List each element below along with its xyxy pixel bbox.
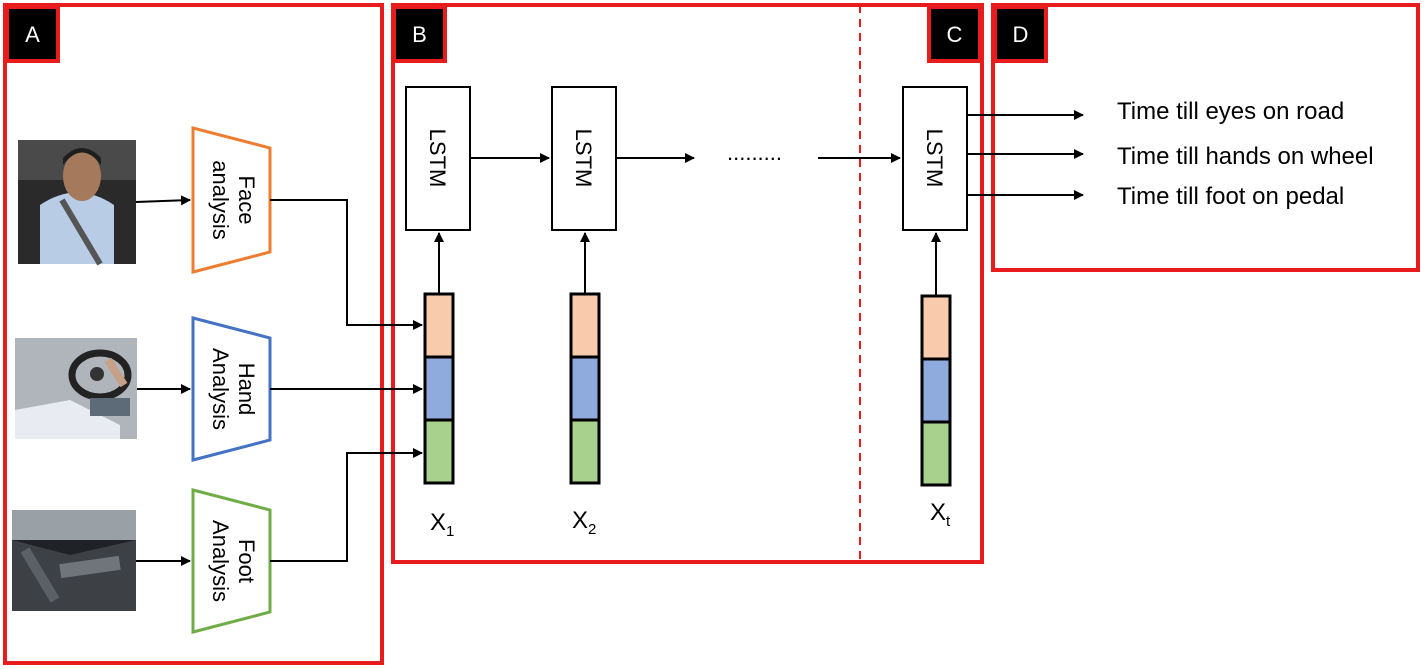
hand-analysis-line2: Analysis <box>208 348 233 430</box>
face-analysis-block: Face analysis <box>191 126 272 274</box>
sequence-ellipsis: ......... <box>727 140 782 165</box>
hand-camera-image <box>15 338 137 439</box>
face-analysis-line1: Face <box>234 176 259 225</box>
hand-feature-segment <box>920 357 952 424</box>
foot-feature-segment <box>920 420 952 487</box>
hand-feature-segment <box>423 355 455 422</box>
foot-feature-segment <box>569 418 601 485</box>
face-camera-image <box>18 140 136 266</box>
feature-vector-x2 <box>569 292 601 485</box>
face-feature-segment <box>423 292 455 359</box>
face-analysis-line2: analysis <box>208 160 233 239</box>
output-eyes-label: Time till eyes on road <box>1117 98 1344 125</box>
lstm-label: LSTM <box>425 129 450 188</box>
section-d-frame <box>991 3 1420 272</box>
section-b-letter: B <box>412 22 427 47</box>
hand-feature-segment <box>569 355 601 422</box>
face-image-arrow <box>135 195 191 206</box>
x2-label: X2 <box>572 507 596 538</box>
foot-analysis-block: Foot Analysis <box>191 488 272 634</box>
face-feature-segment <box>920 294 952 361</box>
section-b-badge: B <box>392 5 447 63</box>
feature-vector-xt <box>920 294 952 487</box>
output-foot-label: Time till foot on pedal <box>1117 183 1344 210</box>
hand-analysis-block: Hand Analysis <box>191 316 272 462</box>
output-hands-label: Time till hands on wheel <box>1117 143 1374 170</box>
foot-feature-segment <box>423 418 455 485</box>
section-d-letter: D <box>1013 22 1029 47</box>
x1-label: X1 <box>430 509 454 540</box>
foot-analysis-line2: Analysis <box>208 520 233 602</box>
section-b-frame <box>391 3 984 564</box>
section-a-badge: A <box>5 5 60 63</box>
foot-camera-image <box>12 510 136 611</box>
face-feature-connector <box>270 199 423 330</box>
lstm-label: LSTM <box>571 129 596 188</box>
section-d-badge: D <box>993 5 1048 63</box>
hand-analysis-line1: Hand <box>234 363 259 416</box>
feature-vector-x1 <box>423 292 455 485</box>
section-c-badge: C <box>927 5 982 63</box>
face-feature-segment <box>569 292 601 359</box>
xt-label: Xt <box>930 499 951 530</box>
section-c-letter: C <box>947 22 963 47</box>
lstm-label: LSTM <box>922 129 947 188</box>
section-a-frame <box>3 3 384 665</box>
lstm-cell-2: LSTM <box>551 86 617 231</box>
foot-analysis-line1: Foot <box>234 539 259 583</box>
lstm-cell-1: LSTM <box>405 86 471 231</box>
section-a-letter: A <box>25 22 40 47</box>
lstm-cell-t: LSTM <box>902 86 968 231</box>
foot-feature-connector <box>270 448 423 562</box>
